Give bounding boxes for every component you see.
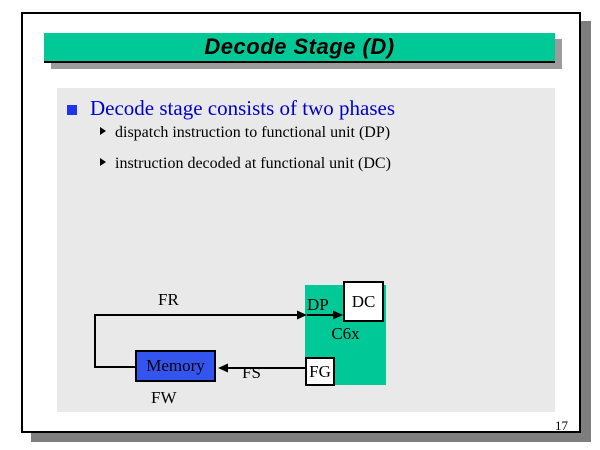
fw-phase-label: FW [151,388,177,407]
page-number: 17 [555,418,568,433]
c6x-chip-label: C6x [331,324,360,343]
dp-phase-label: DP [307,295,329,314]
fr-arrow-label: FR [158,290,179,309]
title-bar: Decode Stage (D) [44,33,555,63]
fs-arrow-label: FS [242,363,261,382]
triangle-bullet-icon [100,127,106,135]
dc-box-label: DC [351,291,376,311]
fg-box: FG [305,357,335,386]
square-bullet-icon [67,105,77,115]
dc-box: DC [343,281,384,322]
bullet-heading: Decode stage consists of two phases [90,96,396,120]
triangle-bullet-icon [100,158,106,166]
slide-title: Decode Stage (D) [204,34,395,59]
memory-box: Memory [135,350,216,382]
memory-box-label: Memory [146,356,205,375]
sub-bullet-dc: instruction decoded at functional unit (… [115,155,391,172]
sub-bullet-dp: dispatch instruction to functional unit … [115,124,391,141]
fg-box-label: FG [309,361,331,381]
